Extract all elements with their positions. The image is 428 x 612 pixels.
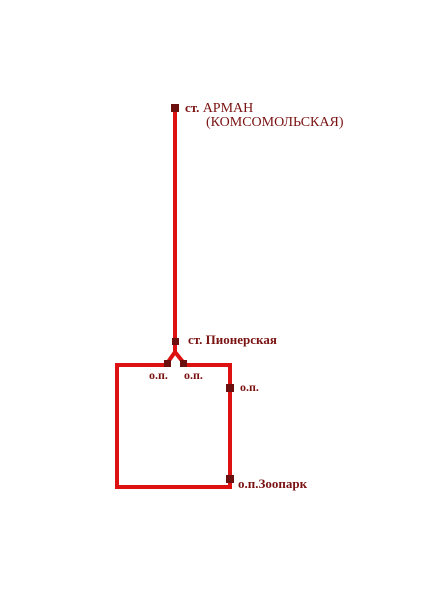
stop-left-marker bbox=[164, 360, 171, 367]
arman-name: АРМАН bbox=[202, 101, 254, 116]
stop-right-marker bbox=[180, 360, 187, 367]
arman-label: ст. АРМАН bbox=[185, 101, 253, 116]
stop-pionerskaya-marker bbox=[172, 338, 179, 345]
arman-alt-label: (КОМСОМОЛЬСКАЯ) bbox=[206, 115, 344, 130]
stop-east-label: о.п. bbox=[240, 380, 259, 394]
loop-line bbox=[115, 363, 232, 489]
zoopark-label: о.п.Зоопарк bbox=[238, 476, 308, 491]
pionerskaya-label: ст. Пионерская bbox=[188, 332, 277, 347]
stop-zoopark-marker bbox=[226, 475, 234, 483]
stop-east-marker bbox=[226, 384, 234, 392]
stop-left-label: о.п. bbox=[149, 368, 168, 382]
arman-prefix: ст. bbox=[185, 100, 200, 115]
stop-right-label: о.п. bbox=[184, 368, 203, 382]
stop-arman-marker bbox=[171, 104, 179, 112]
